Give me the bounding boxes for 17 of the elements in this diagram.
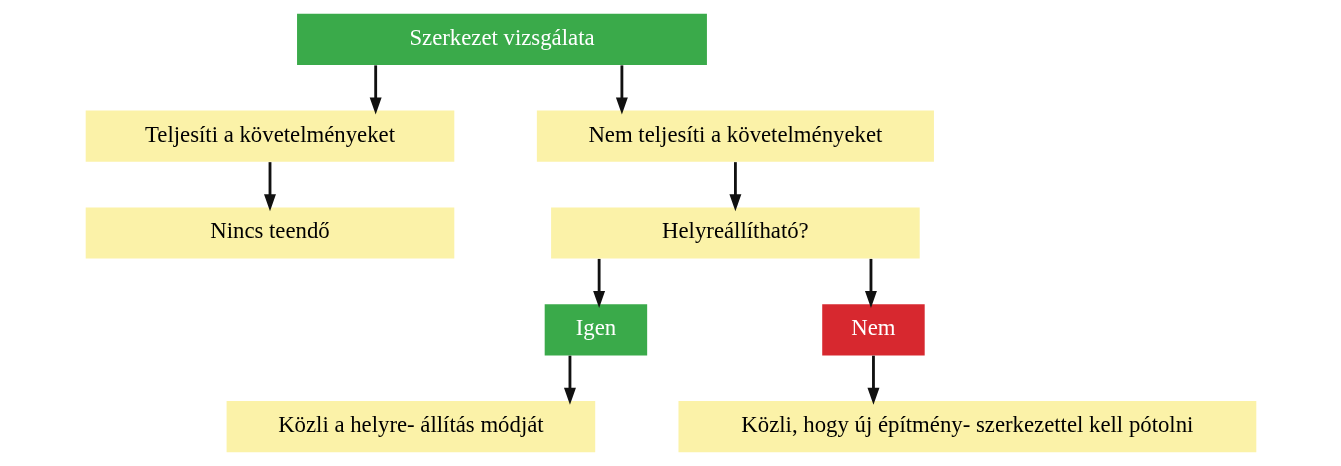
arrow [263, 162, 276, 212]
arrow [866, 355, 879, 405]
node-box: Nincs teendő [85, 207, 454, 259]
node-box: Nem [821, 304, 925, 356]
node-box: Nem teljesíti a követelményeket [536, 110, 934, 162]
node-box: Közli a helyre- állítás módját [226, 400, 595, 453]
node-box: Szerkezet vizsgálata [296, 13, 707, 66]
arrow [369, 65, 382, 115]
node-box: Teljesíti a követelményeket [85, 110, 454, 162]
arrow [592, 258, 605, 309]
node-box: Közli, hogy új építmény- szerkezettel kell pótolni [677, 400, 1256, 453]
arrow [563, 355, 576, 405]
arrow [864, 258, 877, 309]
node-box: Igen [544, 304, 647, 356]
node-box: Helyreállítható? [550, 207, 920, 259]
arrow [728, 162, 741, 212]
arrow [615, 65, 628, 115]
